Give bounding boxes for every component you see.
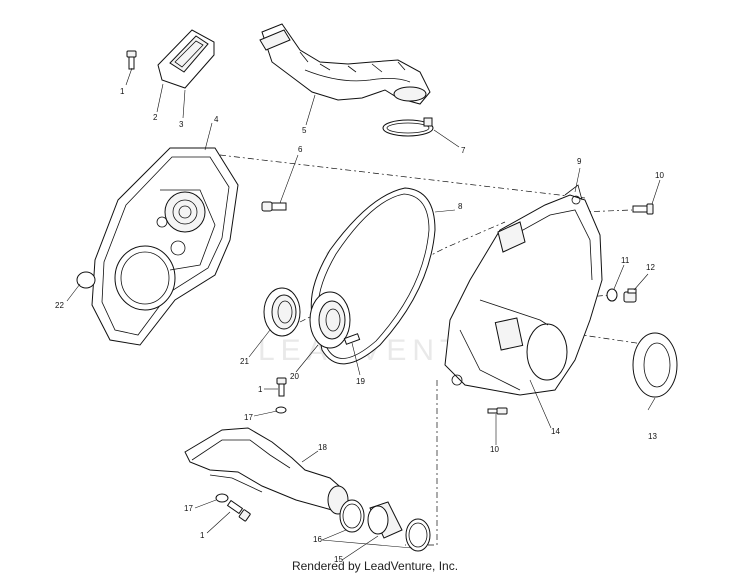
clamp-part-16-left[interactable] [339,499,365,533]
washer-part-17-lower[interactable] [215,493,229,503]
callout-16: 16 [313,535,322,544]
callout-19: 19 [356,377,365,386]
sleeve-part-15[interactable] [367,501,403,539]
washer-part-11[interactable] [606,288,618,302]
callout-8: 8 [458,202,463,211]
clamp-part-16-right[interactable] [405,518,431,552]
bolt-part-1-lower[interactable] [226,499,251,522]
callout-6: 6 [298,145,303,154]
render-credit: Rendered by LeadVenture, Inc. [291,559,459,573]
leader-lines [66,67,661,561]
intake-boot-part-2-3[interactable] [157,29,215,89]
callout-13: 13 [648,432,657,441]
screw-part-1[interactable] [126,50,137,70]
callout-2: 2 [153,113,158,122]
callout-10-top: 10 [655,171,664,180]
callout-22: 22 [55,301,64,310]
callout-4: 4 [214,115,219,124]
washer-part-17-middle[interactable] [275,406,287,414]
plug-part-22[interactable] [76,271,96,289]
gasket-part-13[interactable] [632,332,678,398]
callout-5: 5 [302,126,307,135]
callout-15: 15 [334,555,343,564]
callout-12: 12 [646,263,655,272]
screw-part-10-bottom[interactable] [487,407,508,415]
outlet-duct-part-18[interactable] [184,427,349,515]
hose-clamp-part-7[interactable] [382,117,434,137]
callout-11: 11 [621,256,630,265]
callout-17-middle: 17 [244,413,253,422]
callout-1-top: 1 [120,87,125,96]
callout-14: 14 [551,427,560,436]
callouts: 1 2 3 4 5 6 7 8 9 10 11 12 13 14 10 22 2… [55,87,664,564]
screw-part-10-top[interactable] [632,203,654,215]
seal-ring-part-21[interactable] [263,287,301,337]
callout-1-lower: 1 [200,531,205,540]
callout-21: 21 [240,357,249,366]
callout-20: 20 [290,372,299,381]
callout-1-middle: 1 [258,385,263,394]
callout-10-bottom: 10 [490,445,499,454]
screw-part-19[interactable] [343,333,361,345]
callout-18: 18 [318,443,327,452]
inner-clutch-cover-part-4[interactable] [91,147,239,346]
outer-clutch-cover-part-9[interactable] [444,184,603,396]
plug-part-12[interactable] [623,288,637,303]
callout-7: 7 [461,146,466,155]
callout-9: 9 [577,157,582,166]
bolt-part-1-middle[interactable] [276,377,287,397]
bearing-plate-part-20[interactable] [309,291,351,349]
intake-duct-part-5[interactable] [259,23,431,105]
callout-17-lower: 17 [184,504,193,513]
callout-3: 3 [179,120,184,129]
bolt-part-6[interactable] [261,201,287,212]
